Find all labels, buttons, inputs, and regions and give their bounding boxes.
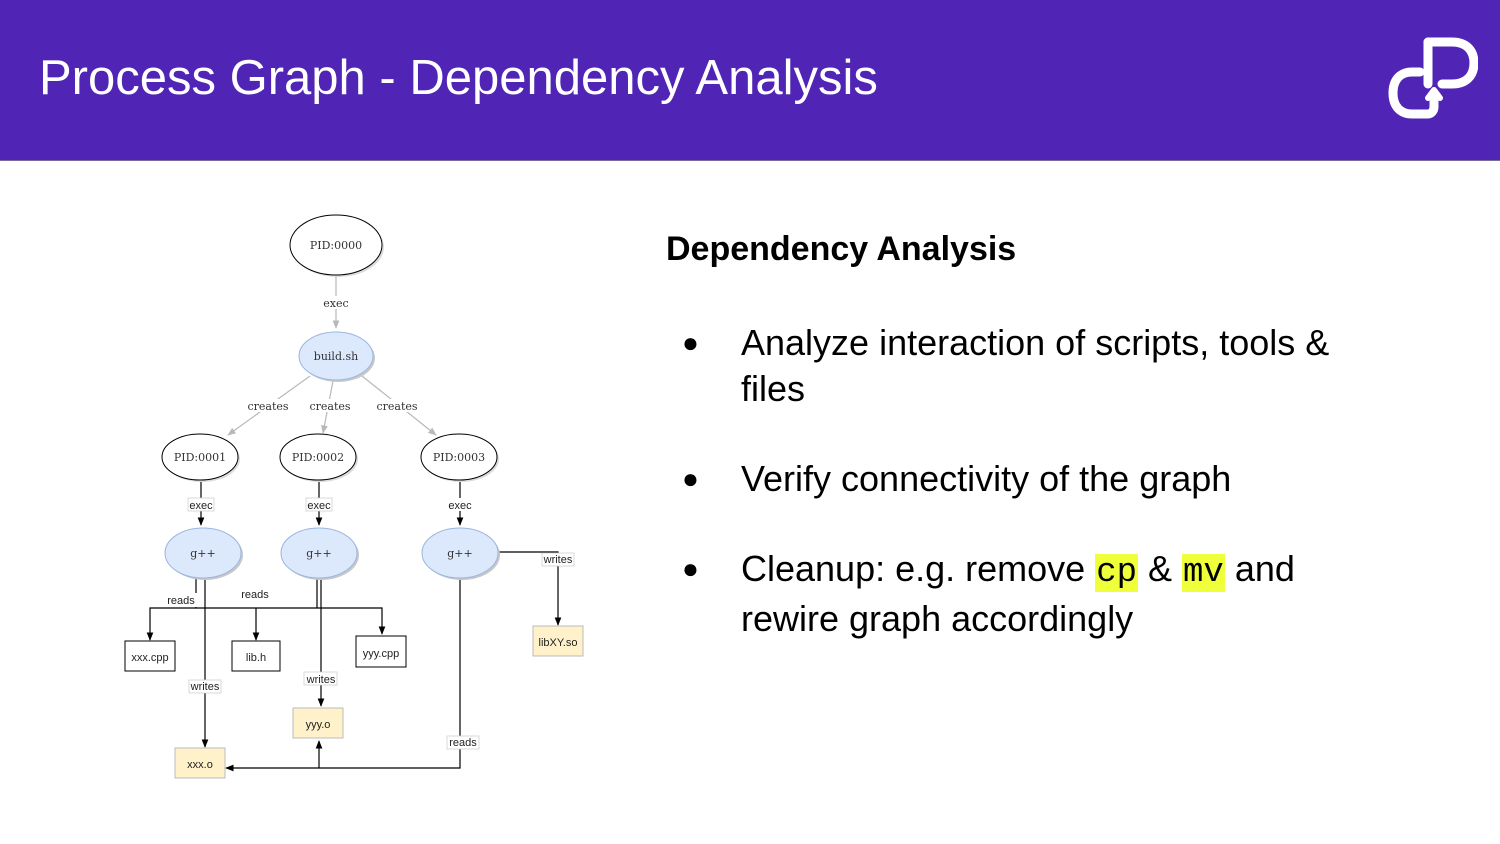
file-xxx-cpp: xxx.cpp bbox=[124, 640, 176, 672]
label-creates-3: creates bbox=[376, 400, 417, 413]
file-yyy-o: yyy.o bbox=[292, 707, 344, 739]
brand-logo-icon bbox=[1388, 37, 1478, 119]
svg-text:xxx.cpp: xxx.cpp bbox=[131, 652, 168, 664]
file-xxx-o: xxx.o bbox=[174, 747, 226, 779]
bullet-text: Analyze interaction of scripts, tools & … bbox=[741, 322, 1330, 409]
label-writes-1: writes bbox=[190, 681, 220, 693]
bullet-text-suffix: and rewire graph accordingly bbox=[741, 548, 1295, 639]
label-creates-1: creates bbox=[247, 400, 288, 413]
svg-text:PID:0002: PID:0002 bbox=[292, 451, 344, 464]
title-bar: Process Graph - Dependency Analysis bbox=[0, 0, 1500, 161]
label-writes-3: writes bbox=[543, 554, 573, 566]
svg-text:PID:0000: PID:0000 bbox=[310, 239, 362, 252]
code-cp: cp bbox=[1095, 554, 1139, 592]
page-title: Process Graph - Dependency Analysis bbox=[39, 51, 878, 105]
svg-text:libXY.so: libXY.so bbox=[539, 637, 578, 649]
node-pid0003: PID:0003 bbox=[420, 433, 499, 482]
label-exec-1: exec bbox=[189, 500, 213, 512]
svg-text:g++: g++ bbox=[306, 547, 331, 560]
file-lib-h: lib.h bbox=[231, 640, 281, 672]
bullet-dot: ● bbox=[682, 327, 699, 358]
label-reads-2: reads bbox=[241, 589, 269, 601]
file-libxy-so: libXY.so bbox=[532, 625, 584, 657]
svg-text:lib.h: lib.h bbox=[246, 652, 266, 664]
bullet-item: ● Verify connectivity of the graph bbox=[680, 456, 1340, 502]
node-gpp-2: g++ bbox=[280, 527, 359, 580]
edge-reads-1b bbox=[196, 607, 386, 635]
code-mv: mv bbox=[1182, 554, 1225, 592]
section-heading: Dependency Analysis bbox=[666, 230, 1017, 268]
node-build-sh: build.sh bbox=[298, 331, 375, 382]
edge-reads-3 bbox=[225, 576, 461, 772]
svg-text:g++: g++ bbox=[447, 547, 472, 560]
edge-reads-1 bbox=[146, 576, 197, 641]
file-yyy-cpp: yyy.cpp bbox=[355, 635, 407, 668]
process-graph-diagram: PID:0000 build.sh PID:0001 PID:0002 PID:… bbox=[124, 214, 584, 779]
bullet-text-mid: & bbox=[1138, 548, 1183, 589]
label-exec-2: exec bbox=[307, 500, 331, 512]
bullet-text: Verify connectivity of the graph bbox=[741, 458, 1232, 499]
bullet-dot: ● bbox=[682, 463, 699, 494]
bullet-dot: ● bbox=[682, 553, 699, 584]
label-reads-1: reads bbox=[167, 595, 195, 607]
node-gpp-3: g++ bbox=[421, 527, 500, 580]
svg-text:PID:0003: PID:0003 bbox=[433, 451, 485, 464]
label-reads-3: reads bbox=[449, 737, 477, 749]
label-exec-3: exec bbox=[448, 500, 472, 512]
svg-text:yyy.o: yyy.o bbox=[306, 719, 331, 731]
label-writes-2: writes bbox=[306, 674, 336, 686]
node-gpp-1: g++ bbox=[164, 527, 243, 580]
edge-writes-3 bbox=[498, 551, 562, 626]
node-pid0001: PID:0001 bbox=[161, 433, 240, 482]
bullet-list: ● Analyze interaction of scripts, tools … bbox=[680, 320, 1340, 686]
node-pid0002: PID:0002 bbox=[279, 433, 358, 482]
bullet-text-prefix: Cleanup: e.g. remove bbox=[741, 548, 1096, 589]
svg-text:build.sh: build.sh bbox=[314, 350, 358, 363]
svg-text:PID:0001: PID:0001 bbox=[174, 451, 226, 464]
bullet-item: ● Cleanup: e.g. remove cp & mv and rewir… bbox=[680, 546, 1340, 642]
label-exec-0: exec bbox=[323, 297, 348, 310]
svg-text:yyy.cpp: yyy.cpp bbox=[363, 648, 399, 660]
node-pid0000: PID:0000 bbox=[289, 214, 384, 277]
svg-text:g++: g++ bbox=[190, 547, 215, 560]
svg-text:xxx.o: xxx.o bbox=[187, 759, 213, 771]
label-creates-2: creates bbox=[309, 400, 350, 413]
bullet-item: ● Analyze interaction of scripts, tools … bbox=[680, 320, 1340, 412]
